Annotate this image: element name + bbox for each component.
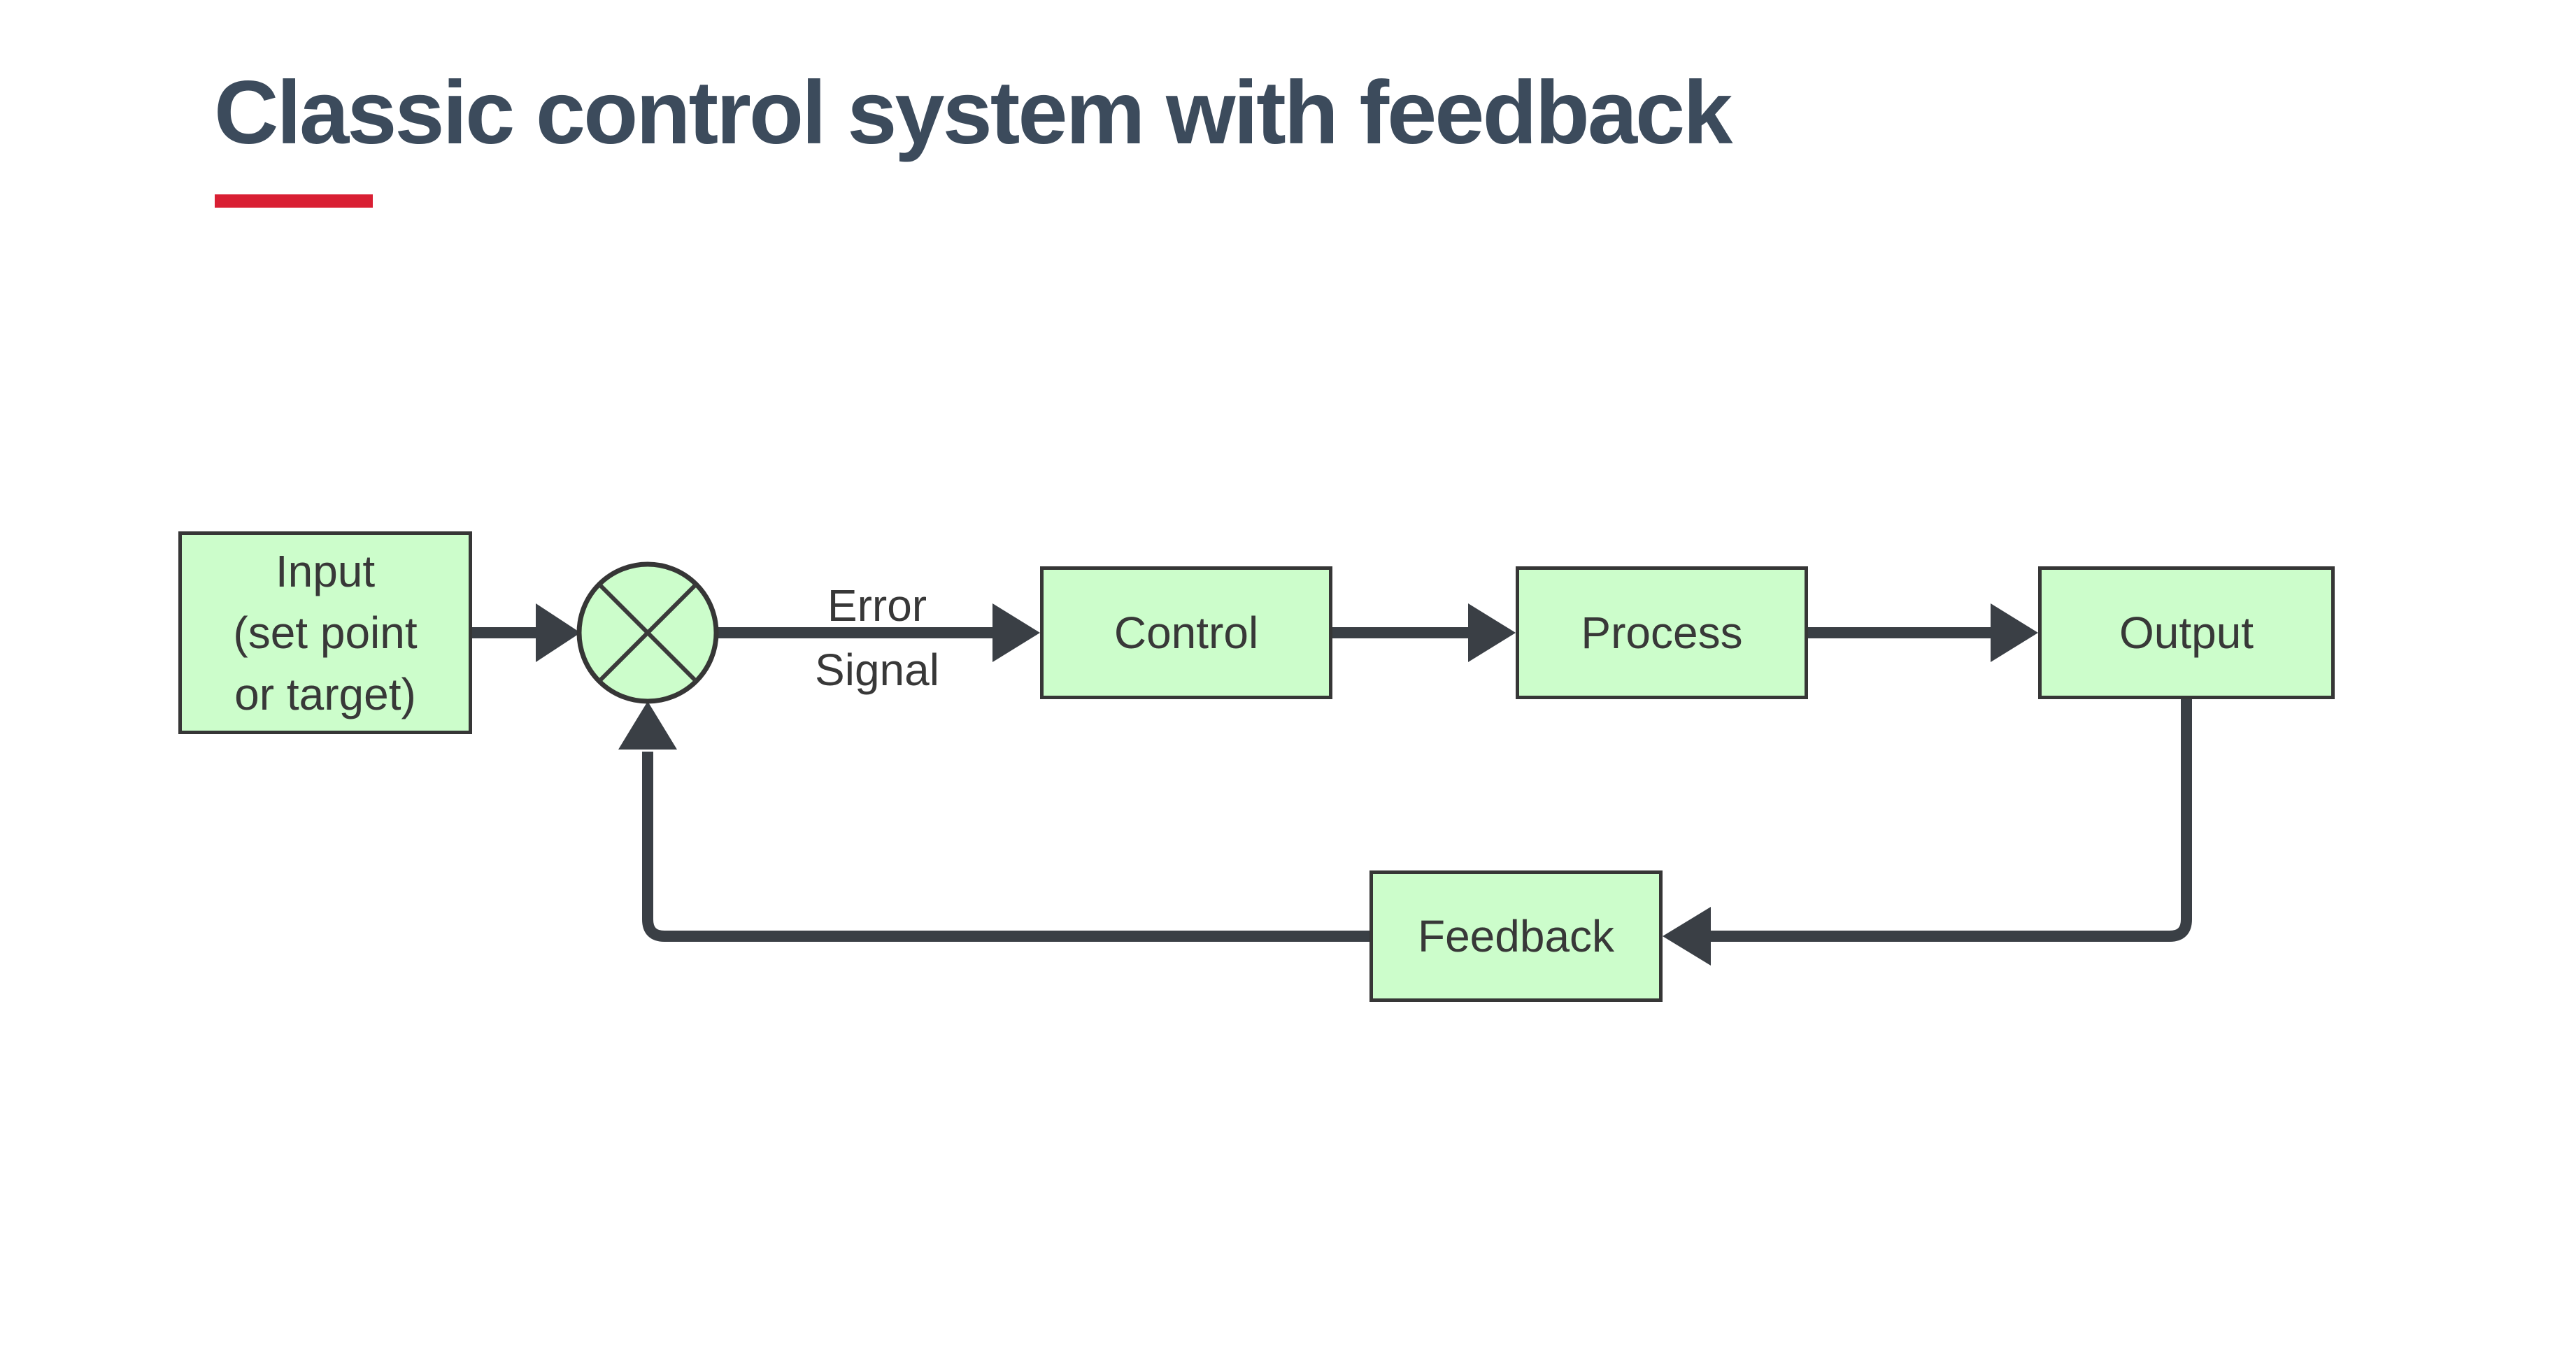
summing-junction-x-stroke: [597, 582, 698, 683]
node-process-label: Process: [1581, 608, 1743, 658]
node-process: Process: [1516, 566, 1808, 699]
slide-title: Classic control system with feedback: [214, 63, 1732, 163]
arrow-output-to-feedback: [1663, 699, 2192, 966]
arrow-feedback-to-sum: [618, 701, 1369, 942]
title-underline: [215, 194, 373, 208]
node-feedback: Feedback: [1369, 870, 1663, 1002]
node-feedback-label: Feedback: [1417, 911, 1615, 961]
arrow-input-to-sum: [472, 603, 581, 662]
node-control: Control: [1040, 566, 1332, 699]
node-output: Output: [2038, 566, 2335, 699]
node-control-label: Control: [1113, 608, 1259, 658]
summing-junction: [576, 561, 719, 704]
arrow-process-to-output: [1808, 603, 2038, 662]
node-input-label: Input (set point or target): [233, 546, 418, 719]
node-input: Input (set point or target): [178, 531, 472, 734]
arrow-sum-to-control: [716, 603, 1040, 662]
node-output-label: Output: [2119, 608, 2254, 658]
error-signal-label: Error Signal: [815, 580, 939, 695]
arrow-control-to-process: [1332, 603, 1516, 662]
